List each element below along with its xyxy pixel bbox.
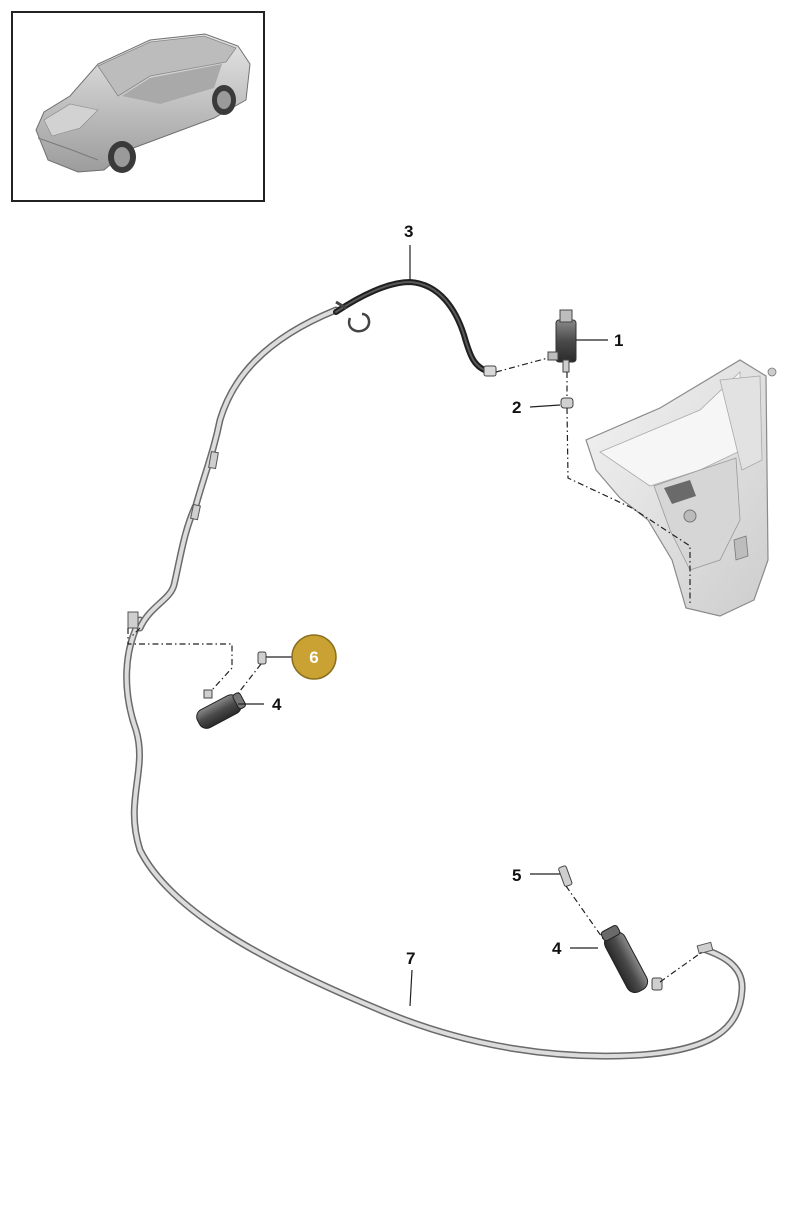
callout-6[interactable]: 6 (309, 648, 318, 667)
hose-7 (123, 306, 746, 1060)
vehicle-thumbnail (11, 11, 265, 202)
callout-5[interactable]: 5 (512, 866, 521, 885)
callout-6-badge[interactable]: 6 (291, 634, 337, 680)
callout-1[interactable]: 1 (614, 331, 623, 350)
callout-3[interactable]: 3 (404, 222, 413, 241)
leader-lines (238, 245, 608, 1007)
washer-nozzle-icon (558, 865, 663, 993)
callout-2[interactable]: 2 (512, 398, 521, 417)
assembly-dash-lines (127, 357, 703, 983)
callout-4-lower[interactable]: 4 (552, 939, 562, 958)
grommet-icon (560, 397, 574, 409)
washer-reservoir-icon (585, 359, 777, 617)
hose-3 (333, 278, 497, 377)
car-icon (35, 33, 251, 173)
washer-pump-icon (547, 309, 577, 373)
callout-4-upper[interactable]: 4 (272, 695, 282, 714)
washer-nozzle-icon (196, 651, 267, 729)
callouts: 3 1 2 6 4 5 4 7 (272, 222, 623, 968)
callout-7[interactable]: 7 (406, 949, 415, 968)
